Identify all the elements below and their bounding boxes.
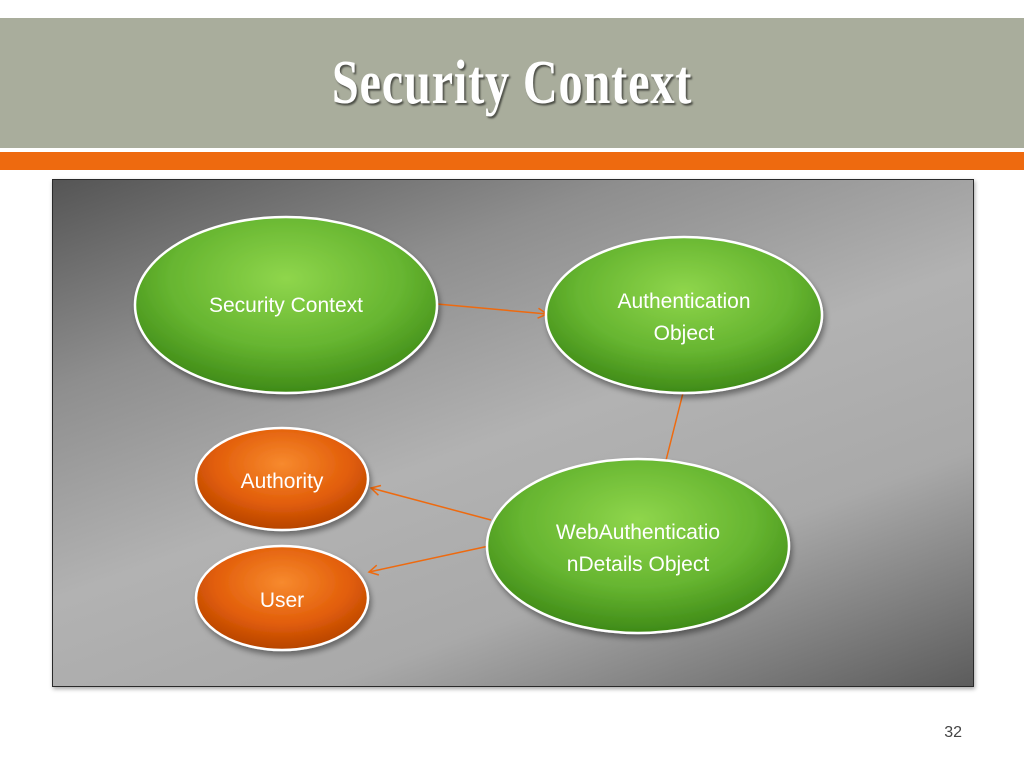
node-label-line2: Object bbox=[654, 322, 715, 345]
node-label: User bbox=[260, 589, 304, 612]
accent-bar bbox=[0, 152, 1024, 170]
edge-webdetails-to-user bbox=[367, 545, 490, 576]
diagram-panel: Security Context Authentication Object W… bbox=[52, 179, 974, 687]
node-label-line1: WebAuthenticatio bbox=[556, 521, 720, 544]
page-number: 32 bbox=[944, 724, 962, 741]
node-security-context[interactable]: Security Context bbox=[133, 215, 439, 395]
node-ellipse bbox=[194, 426, 370, 532]
node-authentication-object[interactable]: Authentication Object bbox=[544, 235, 824, 395]
edge-webdetails-to-authority bbox=[369, 484, 492, 521]
node-ellipse bbox=[194, 544, 370, 652]
node-ellipse bbox=[133, 215, 439, 395]
node-label: Security Context bbox=[209, 294, 363, 317]
node-authority[interactable]: Authority bbox=[194, 426, 370, 532]
diagram-canvas: Security Context Authentication Object W… bbox=[133, 215, 824, 652]
node-label: Authority bbox=[241, 470, 324, 493]
node-ellipse bbox=[485, 457, 791, 635]
node-user[interactable]: User bbox=[194, 544, 370, 652]
node-web-authentication-details-object[interactable]: WebAuthenticatio nDetails Object bbox=[485, 457, 791, 635]
edge-security-to-authentication bbox=[436, 303, 549, 319]
node-label-line1: Authentication bbox=[617, 290, 750, 313]
node-ellipse bbox=[544, 235, 824, 395]
slide-title: Security Context bbox=[331, 49, 693, 117]
node-label-line2: nDetails Object bbox=[567, 553, 710, 576]
title-bar: Security Context bbox=[0, 18, 1024, 148]
